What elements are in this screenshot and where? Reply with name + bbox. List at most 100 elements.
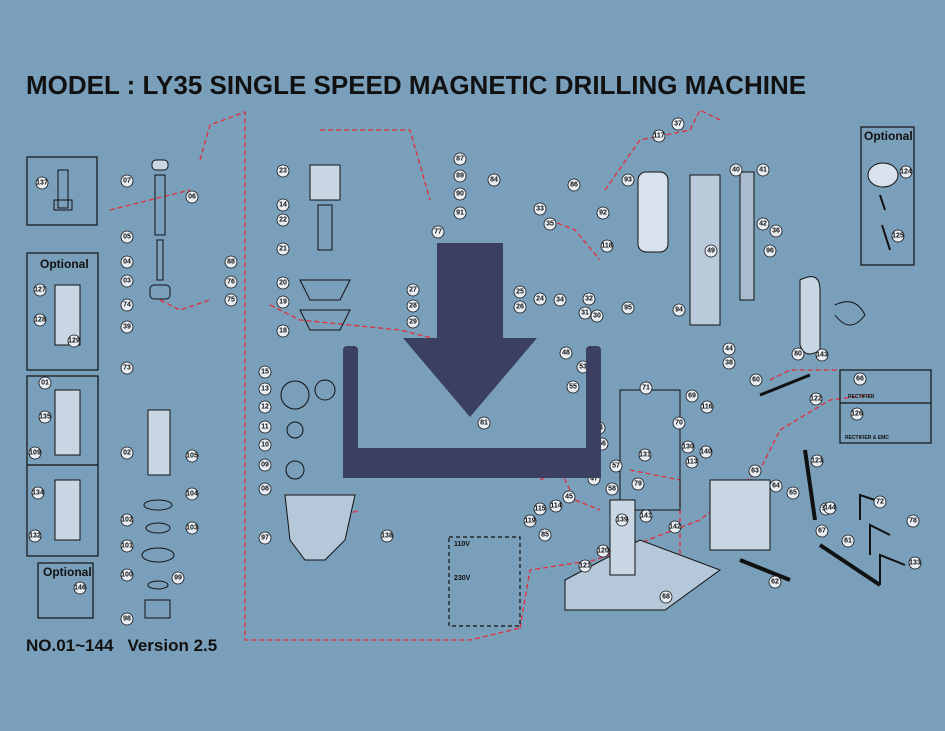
- part-number-bubble: [559, 346, 573, 360]
- part-number-bubble: [38, 376, 52, 390]
- part-number-137: 137: [36, 180, 48, 187]
- part-number-115: 115: [534, 506, 545, 513]
- part-number-38: 38: [725, 360, 733, 367]
- part-number-88: 88: [227, 259, 235, 266]
- part-number-bubble: [276, 324, 290, 338]
- voltage-label-230: 230V: [454, 575, 471, 582]
- part-number-130: 130: [682, 444, 694, 451]
- part-number-bubble: [639, 509, 653, 523]
- part-number-bubble: [700, 400, 714, 414]
- part-number-25: 25: [516, 289, 524, 296]
- part-number-bubble: [763, 244, 777, 258]
- part-number-bubble: [873, 495, 887, 509]
- part-number-45: 45: [565, 494, 573, 501]
- part-number-32: 32: [585, 296, 593, 303]
- part-number-94: 94: [675, 307, 683, 314]
- download-arrow-icon[interactable]: [343, 243, 601, 478]
- part-number-31: 31: [581, 310, 589, 317]
- part-number-bubble: [533, 202, 547, 216]
- part-number-114: 114: [550, 503, 561, 510]
- part-number-113: 113: [686, 459, 697, 466]
- part-number-87: 87: [456, 156, 464, 163]
- part-number-bubble: [120, 446, 134, 460]
- part-number-09: 09: [261, 462, 269, 469]
- part-number-bubble: [31, 486, 45, 500]
- part-number-bubble: [258, 365, 272, 379]
- part-number-bubble: [815, 524, 829, 538]
- part-number-118: 118: [601, 243, 612, 250]
- part-number-06: 06: [188, 194, 196, 201]
- part-number-70: 70: [675, 420, 683, 427]
- part-number-34: 34: [556, 297, 564, 304]
- part-number-bubble: [120, 274, 134, 288]
- part-number-bubble: [729, 163, 743, 177]
- part-number-73: 73: [123, 365, 131, 372]
- part-number-bubble: [671, 117, 685, 131]
- rectifier-emc-label: RECTIFIER & EMC: [845, 435, 889, 441]
- part-number-bubble: [659, 590, 673, 604]
- part-number-bubble: [406, 283, 420, 297]
- part-number-84: 84: [490, 177, 498, 184]
- part-number-bubble: [841, 534, 855, 548]
- part-number-11: 11: [261, 424, 269, 431]
- part-number-bubble: [120, 539, 134, 553]
- part-number-bubble: [578, 559, 592, 573]
- part-number-67: 67: [818, 528, 826, 535]
- part-number-bubble: [533, 292, 547, 306]
- part-number-02: 02: [123, 450, 131, 457]
- part-number-14: 14: [279, 202, 287, 209]
- part-number-bubble: [638, 448, 652, 462]
- part-number-bubble: [120, 361, 134, 375]
- part-number-bubble: [672, 416, 686, 430]
- part-number-121: 121: [579, 563, 591, 570]
- part-number-bubble: [621, 173, 635, 187]
- part-number-bubble: [810, 454, 824, 468]
- part-number-bubble: [276, 213, 290, 227]
- part-number-122: 122: [810, 396, 822, 403]
- part-number-bubble: [224, 255, 238, 269]
- part-number-bubble: [120, 612, 134, 626]
- part-number-bubble: [596, 206, 610, 220]
- part-number-bubble: [567, 178, 581, 192]
- part-number-103: 103: [186, 525, 198, 532]
- part-number-78: 78: [909, 518, 917, 525]
- part-number-135: 135: [39, 414, 51, 421]
- part-number-96: 96: [766, 248, 774, 255]
- part-number-bubble: [276, 164, 290, 178]
- part-number-71: 71: [642, 385, 650, 392]
- part-number-bubble: [850, 407, 864, 421]
- part-number-bubble: [549, 499, 563, 513]
- part-number-bubble: [38, 410, 52, 424]
- part-number-27: 27: [409, 287, 417, 294]
- part-number-140: 140: [700, 449, 712, 456]
- part-number-bubble: [672, 303, 686, 317]
- part-number-bubble: [908, 556, 922, 570]
- part-number-81: 81: [480, 420, 488, 427]
- part-number-bubble: [120, 320, 134, 334]
- part-number-bubble: [704, 244, 718, 258]
- part-number-29: 29: [409, 319, 417, 326]
- part-number-86: 86: [570, 182, 578, 189]
- part-number-26: 26: [516, 304, 524, 311]
- box-rectifier: [839, 369, 932, 444]
- box-optional-146: [37, 562, 94, 619]
- part-number-126: 126: [851, 411, 863, 418]
- part-number-bubble: [609, 459, 623, 473]
- part-number-35: 35: [546, 221, 554, 228]
- part-number-65: 65: [789, 490, 797, 497]
- part-number-49: 49: [707, 248, 715, 255]
- part-number-bubble: [258, 400, 272, 414]
- part-number-bubble: [769, 479, 783, 493]
- part-number-bubble: [224, 275, 238, 289]
- part-number-102: 102: [121, 517, 133, 524]
- part-number-41: 41: [759, 167, 767, 174]
- part-number-89: 89: [456, 173, 464, 180]
- part-number-128: 128: [34, 317, 46, 324]
- part-number-bubble: [276, 295, 290, 309]
- detail-boxes: [26, 126, 932, 627]
- part-number-bubble: [73, 581, 87, 595]
- voltage-label-110: 110V: [454, 541, 470, 548]
- part-number-bubble: [596, 544, 610, 558]
